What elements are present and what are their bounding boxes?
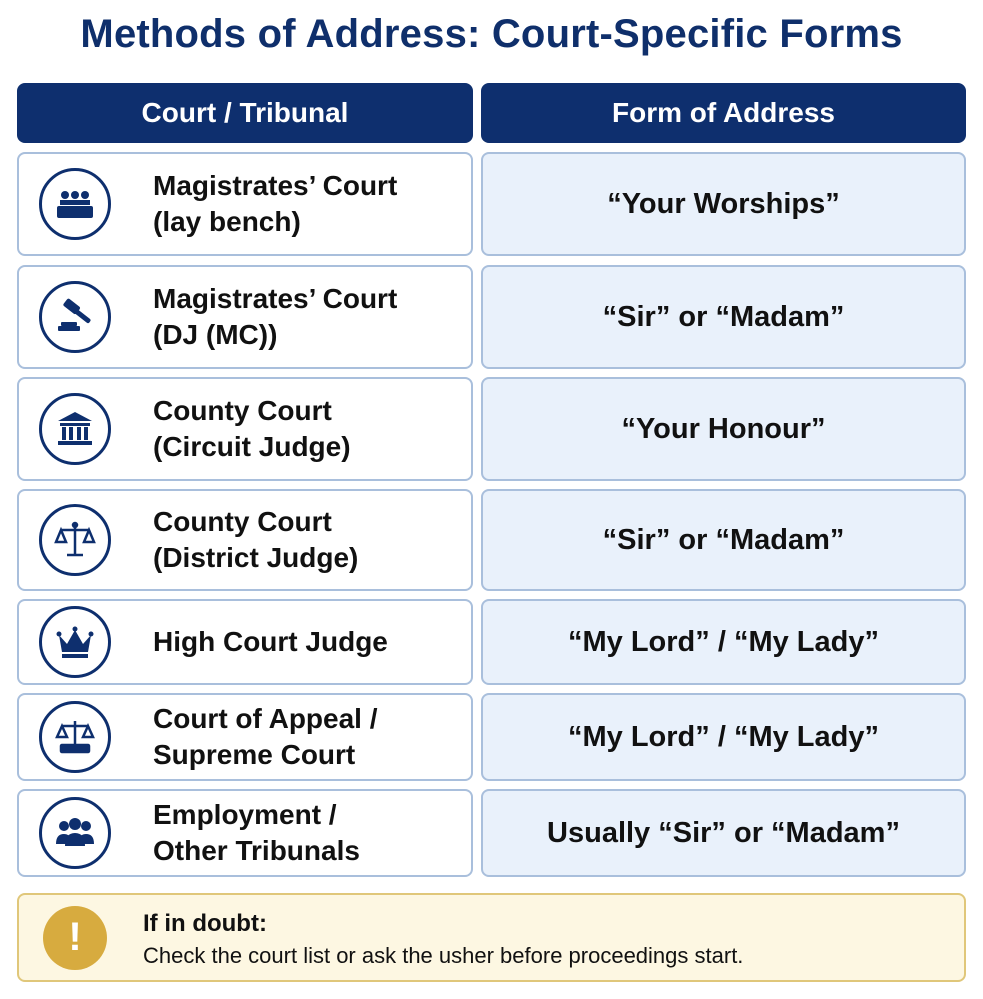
- address-cell-county-circuit: “Your Honour”: [481, 377, 966, 481]
- group-icon: [39, 797, 111, 869]
- address-cell-appeal-supreme: “My Lord” / “My Lady”: [481, 693, 966, 781]
- scales-icon: [39, 504, 111, 576]
- header-address: Form of Address: [481, 83, 966, 143]
- crown-icon: [39, 606, 111, 678]
- address-cell-magistrates-dj: “Sir” or “Madam”: [481, 265, 966, 369]
- address-cell-tribunals: Usually “Sir” or “Madam”: [481, 789, 966, 877]
- court-label: High Court Judge: [153, 626, 388, 657]
- court-cell-magistrates-dj: Magistrates’ Court (DJ (MC)): [17, 265, 473, 369]
- court-cell-high-court: High Court Judge: [17, 599, 473, 685]
- court-label: Court of Appeal / Supreme Court: [153, 703, 378, 770]
- scales-book-icon: [39, 701, 111, 773]
- court-label: Magistrates’ Court (lay bench): [153, 170, 398, 237]
- note-title: If in doubt:: [143, 910, 267, 937]
- address-cell-high-court: “My Lord” / “My Lady”: [481, 599, 966, 685]
- court-label: County Court (District Judge): [153, 506, 359, 573]
- court-label: County Court (Circuit Judge): [153, 395, 351, 462]
- header-court: Court / Tribunal: [17, 83, 473, 143]
- courthouse-icon: [39, 393, 111, 465]
- note-body: Check the court list or ask the usher be…: [143, 943, 744, 968]
- page-title: Methods of Address: Court-Specific Forms: [80, 12, 903, 56]
- court-cell-tribunals: Employment / Other Tribunals: [17, 789, 473, 877]
- address-cell-magistrates-lay: “Your Worships”: [481, 152, 966, 256]
- court-cell-county-circuit: County Court (Circuit Judge): [17, 377, 473, 481]
- court-label: Magistrates’ Court (DJ (MC)): [153, 283, 398, 350]
- address-cell-county-district: “Sir” or “Madam”: [481, 489, 966, 591]
- court-cell-county-district: County Court (District Judge): [17, 489, 473, 591]
- doubt-note: ! If in doubt: Check the court list or a…: [17, 893, 966, 982]
- court-cell-appeal-supreme: Court of Appeal / Supreme Court: [17, 693, 473, 781]
- court-label: Employment / Other Tribunals: [153, 799, 360, 866]
- gavel-icon: [39, 281, 111, 353]
- court-cell-magistrates-lay: Magistrates’ Court (lay bench): [17, 152, 473, 256]
- exclamation-icon: !: [43, 905, 107, 970]
- bench-icon: [39, 168, 111, 240]
